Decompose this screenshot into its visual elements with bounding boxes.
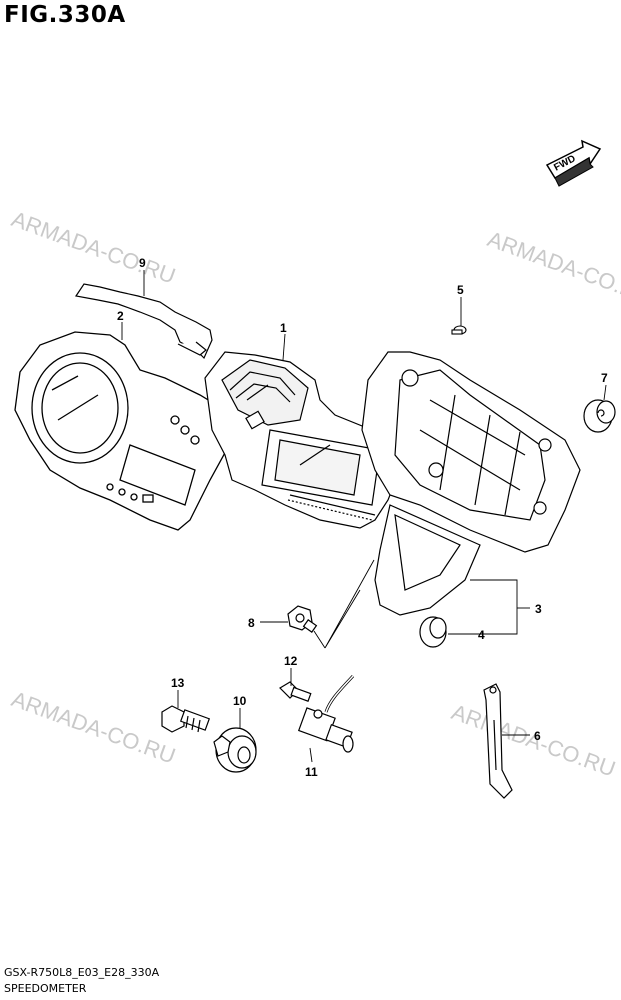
callout-12: 12 [284, 654, 298, 668]
part-10-collar-icon [213, 727, 257, 773]
part-6-clamp-icon [483, 683, 513, 799]
part-3-meter-case [361, 351, 581, 616]
callout-5: 5 [457, 283, 464, 297]
watermark: ARMADA-CO.RU [8, 686, 179, 768]
callout-11: 11 [305, 765, 318, 779]
forward-arrow-icon: FWD [545, 139, 602, 187]
part-13-bolt-icon [161, 705, 211, 733]
callout-6: 6 [534, 729, 541, 743]
watermark: ARMADA-CO.RU [8, 206, 179, 288]
watermark: ARMADA-CO.RU [484, 226, 621, 308]
callout-10: 10 [233, 694, 247, 708]
part-11-speed-sensor-icon [297, 674, 355, 753]
part-2-meter-cover [14, 331, 233, 531]
leader-lines [121, 270, 607, 763]
part-1-meter-assembly [204, 351, 401, 529]
part-8-bolt-icon [287, 605, 318, 633]
callout-13: 13 [171, 676, 185, 690]
diagram-name: SPEEDOMETER [4, 982, 87, 995]
figure-title: FIG.330A [4, 2, 126, 28]
part-4-cushion-icon [419, 616, 447, 648]
diagram-code: GSX-R750L8_E03_E28_330A [4, 966, 160, 979]
part-12-bolt-icon [279, 681, 312, 702]
part-9-trim-strip [74, 283, 213, 360]
callout-3: 3 [535, 602, 542, 616]
callout-9: 9 [139, 256, 146, 270]
part-7-grommet-icon [583, 399, 616, 433]
part-5-screw-icon [451, 325, 467, 335]
callout-8: 8 [248, 616, 255, 630]
callout-2: 2 [117, 309, 124, 323]
callout-1: 1 [280, 321, 287, 335]
callout-4: 4 [478, 628, 485, 642]
callout-7: 7 [601, 371, 608, 385]
